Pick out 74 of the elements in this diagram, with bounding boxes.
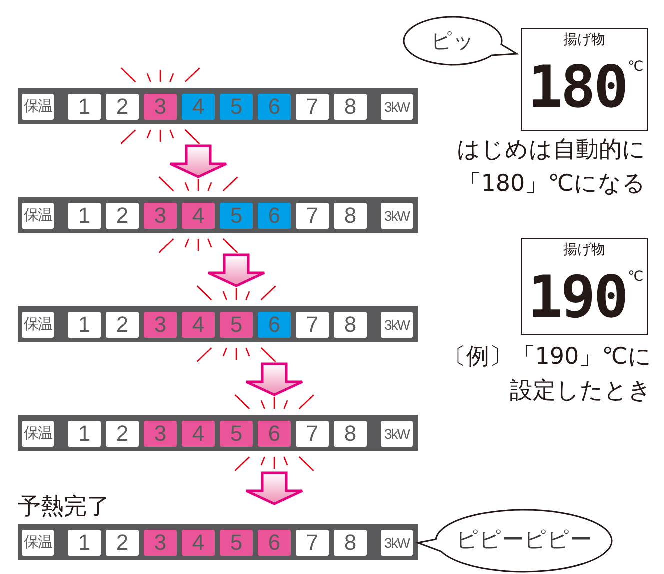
level-cell: 8 xyxy=(334,94,367,120)
level-cell: 1 xyxy=(68,312,101,338)
level-cell: 6 xyxy=(258,530,291,556)
level-cell: 8 xyxy=(334,421,367,447)
level-bar xyxy=(18,88,418,124)
temperature-digits: 180 xyxy=(528,52,627,123)
temperature-digits: 190 xyxy=(528,262,627,333)
level-cell: 4 xyxy=(182,312,215,338)
level-cell: 2 xyxy=(106,312,139,338)
level-cell: 1 xyxy=(68,421,101,447)
mode-label: 揚げ物 xyxy=(562,31,606,49)
level-cell: 2 xyxy=(106,530,139,556)
level-cell: 6 xyxy=(258,203,291,229)
level-cell: 7 xyxy=(296,530,329,556)
level-cell: 8 xyxy=(334,530,367,556)
level-bar xyxy=(18,524,418,560)
level-cell: 3kW xyxy=(381,203,413,229)
temperature-display xyxy=(521,28,648,131)
level-bar xyxy=(18,197,418,233)
level-bar xyxy=(18,415,418,451)
level-cell: 1 xyxy=(68,203,101,229)
level-cell: 5 xyxy=(220,312,253,338)
level-cell: 3kW xyxy=(381,421,413,447)
sound-text: ピピーピピー xyxy=(455,527,593,555)
degree-unit: ℃ xyxy=(628,269,644,285)
level-cell: 8 xyxy=(334,203,367,229)
down-arrow xyxy=(169,144,228,178)
down-arrow xyxy=(207,254,266,288)
level-cell: 保温 xyxy=(22,312,54,338)
level-cell: 1 xyxy=(68,530,101,556)
level-cell: 4 xyxy=(182,203,215,229)
level-cell: 3 xyxy=(144,312,177,338)
level-cell: 6 xyxy=(258,421,291,447)
level-cell: 3kW xyxy=(381,94,413,120)
level-cell: 7 xyxy=(296,94,329,120)
level-cell: 保温 xyxy=(22,94,54,120)
level-bar xyxy=(18,306,418,342)
level-cell: 3kW xyxy=(381,312,413,338)
speech-bubble xyxy=(403,16,519,66)
level-cell: 4 xyxy=(182,94,215,120)
mode-label: 揚げ物 xyxy=(562,241,606,259)
down-arrow xyxy=(245,362,304,396)
temperature-display xyxy=(521,238,648,335)
level-cell: 6 xyxy=(258,312,291,338)
level-cell: 2 xyxy=(106,421,139,447)
level-cell: 1 xyxy=(68,94,101,120)
note-text: はじめは自動的に「180」℃になる xyxy=(456,136,646,199)
level-cell: 5 xyxy=(220,530,253,556)
level-cell: 5 xyxy=(220,421,253,447)
level-cell: 7 xyxy=(296,421,329,447)
degree-unit: ℃ xyxy=(628,59,644,75)
level-cell: 5 xyxy=(220,203,253,229)
note-text: 〔例〕「190」℃に設定したとき xyxy=(442,343,652,406)
level-cell: 3kW xyxy=(381,530,413,556)
status-label: 予熱完了 xyxy=(18,493,111,522)
level-cell: 7 xyxy=(296,312,329,338)
level-cell: 保温 xyxy=(22,421,54,447)
level-cell: 5 xyxy=(220,94,253,120)
level-cell: 8 xyxy=(334,312,367,338)
level-cell: 3 xyxy=(144,203,177,229)
down-arrow xyxy=(245,472,304,506)
level-cell: 3 xyxy=(144,94,177,120)
sound-text: ピッ xyxy=(430,28,476,55)
level-cell: 2 xyxy=(106,94,139,120)
level-cell: 2 xyxy=(106,203,139,229)
level-cell: 4 xyxy=(182,421,215,447)
level-cell: 4 xyxy=(182,530,215,556)
level-cell: 3 xyxy=(144,530,177,556)
speech-bubble xyxy=(417,509,615,573)
level-cell: 6 xyxy=(258,94,291,120)
level-cell: 3 xyxy=(144,421,177,447)
level-cell: 保温 xyxy=(22,530,54,556)
level-cell: 保温 xyxy=(22,203,54,229)
level-cell: 7 xyxy=(296,203,329,229)
